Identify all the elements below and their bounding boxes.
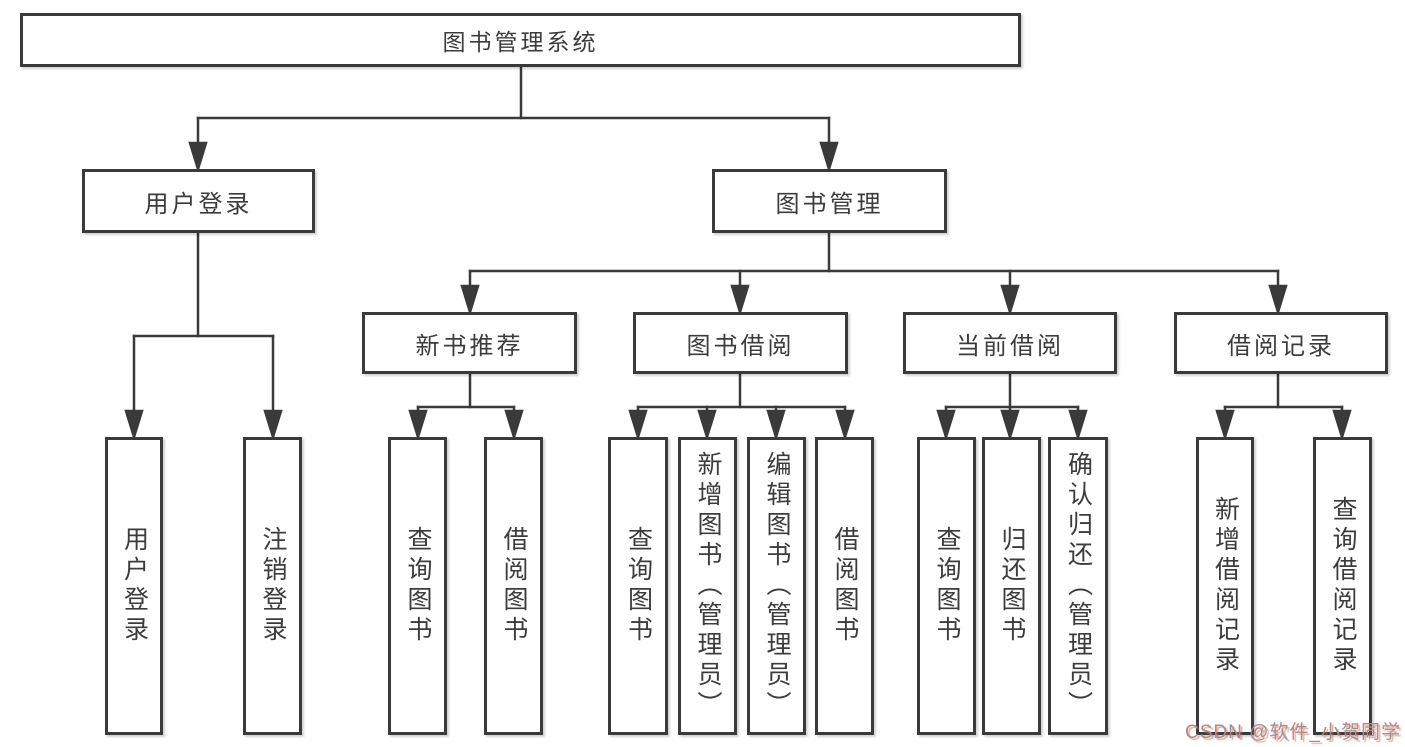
leaf-label: 确认归还（管理员） — [1064, 451, 1093, 721]
node-borrow-records: 借阅记录 — [1174, 312, 1388, 374]
node-label: 图书借阅 — [686, 332, 795, 360]
leaf-label: 查询图书 — [624, 526, 653, 646]
leaf-return-books: 归还图书 — [982, 437, 1041, 735]
node-current-borrowing: 当前借阅 — [903, 312, 1117, 374]
leaf-label: 注销登录 — [259, 526, 287, 646]
node-book-management: 图书管理 — [712, 169, 947, 233]
node-user-login: 用户登录 — [82, 169, 315, 233]
leaf-label: 归还图书 — [998, 526, 1026, 646]
leaf-label: 查询图书 — [933, 526, 961, 646]
node-label: 当前借阅 — [956, 332, 1064, 360]
node-label: 图书管理系统 — [442, 29, 599, 55]
leaf-add-books-admin: 新增图书（管理员） — [678, 437, 737, 735]
leaf-query-books-recommend: 查询图书 — [388, 437, 447, 735]
leaf-query-books-current: 查询图书 — [917, 437, 976, 735]
node-label: 借阅记录 — [1227, 332, 1335, 360]
node-library-system: 图书管理系统 — [20, 13, 1021, 67]
node-label: 新书推荐 — [415, 332, 524, 360]
leaf-borrow-books-recommend: 借阅图书 — [484, 437, 543, 735]
leaf-borrow-books-borrowing: 借阅图书 — [815, 437, 874, 735]
leaf-label: 借阅图书 — [500, 526, 528, 646]
node-label: 图书管理 — [775, 190, 884, 218]
leaf-edit-books-admin: 编辑图书（管理员） — [747, 437, 806, 735]
leaf-label: 新增图书（管理员） — [694, 451, 722, 721]
leaf-label: 新增借阅记录 — [1211, 496, 1240, 676]
leaf-user-login: 用户登录 — [105, 437, 163, 735]
leaf-label: 用户登录 — [120, 526, 149, 646]
leaf-query-books-borrowing: 查询图书 — [608, 437, 668, 735]
leaf-label: 查询图书 — [404, 526, 432, 646]
leaf-label: 查询借阅记录 — [1329, 496, 1357, 676]
node-book-borrowing: 图书借阅 — [633, 312, 848, 374]
leaf-confirm-return-admin: 确认归还（管理员） — [1048, 437, 1108, 735]
leaf-label: 编辑图书（管理员） — [763, 451, 791, 721]
node-new-book-recommend: 新书推荐 — [362, 312, 577, 374]
leaf-add-borrow-record: 新增借阅记录 — [1196, 437, 1254, 735]
leaf-query-borrow-record: 查询借阅记录 — [1313, 437, 1372, 735]
watermark: CSDN @软件_小贺同学 — [1185, 722, 1401, 743]
leaf-label: 借阅图书 — [831, 526, 859, 646]
leaf-logout-login: 注销登录 — [243, 437, 302, 735]
node-label: 用户登录 — [144, 190, 253, 218]
